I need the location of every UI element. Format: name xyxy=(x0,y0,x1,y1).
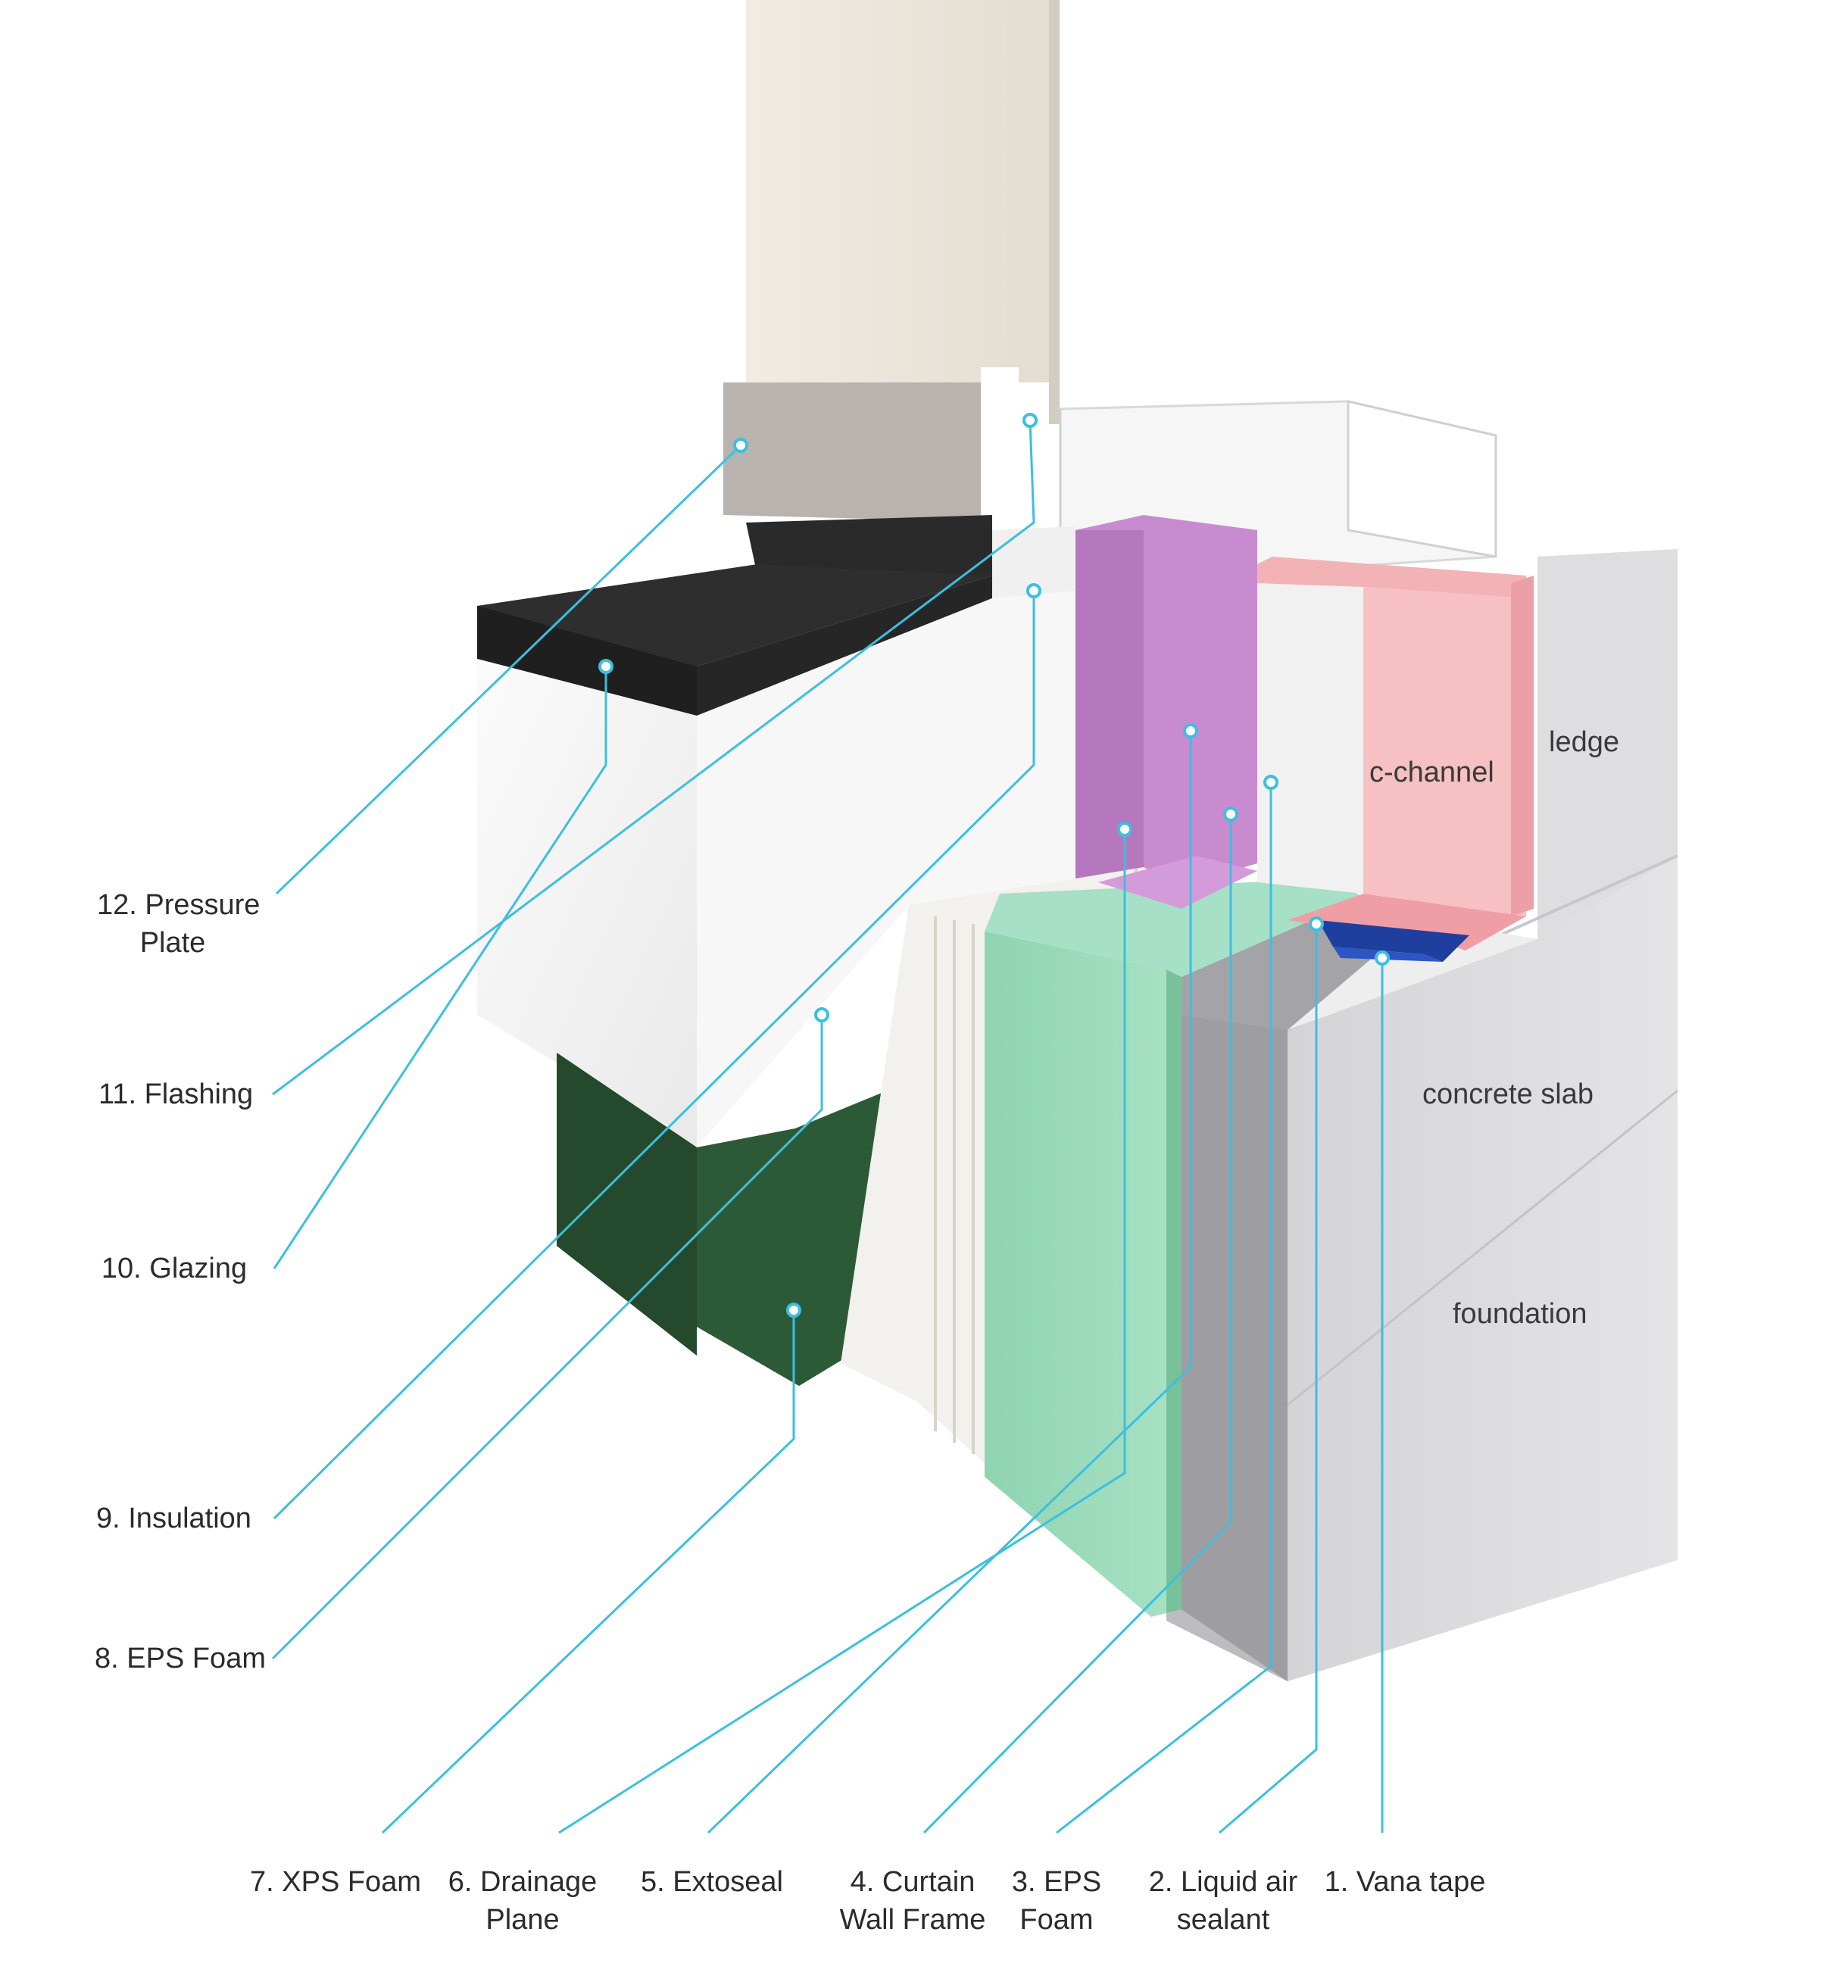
callout-flashing: 11. Flashing xyxy=(98,1075,254,1113)
label-concrete-slab: concrete slab xyxy=(1422,1078,1594,1110)
label-c-channel: c-channel xyxy=(1369,757,1494,788)
callout-eps-foam-8-line1: 8. EPS Foam xyxy=(95,1643,266,1674)
leader-glazing xyxy=(273,666,607,1269)
pink-c-channel xyxy=(1257,557,1534,950)
callout-pressure-plate-line1: 12. Pressure xyxy=(97,889,261,921)
eps-foam-green xyxy=(985,879,1363,1617)
callout-pressure-plate-line2: Plate xyxy=(139,927,206,959)
callout-xps-foam-line1: 7. XPS Foam xyxy=(250,1866,421,1898)
callout-insulation: 9. Insulation xyxy=(96,1500,251,1537)
leader-xps xyxy=(381,1310,795,1834)
leader-insulation xyxy=(273,591,1035,1520)
callout-eps-foam-3-line2: Foam xyxy=(1019,1904,1094,1936)
leader-extoseal xyxy=(707,731,1192,1834)
callout-extoseal: 5. Extoseal xyxy=(629,1863,795,1901)
eps-foam-white xyxy=(1257,564,1363,894)
callout-vana-tape: 1. Vana tape xyxy=(1314,1863,1496,1901)
callout-drainage-plane-line2: Plane xyxy=(485,1904,560,1936)
slab-face xyxy=(1166,856,1678,1681)
callout-xps-foam: 7. XPS Foam xyxy=(250,1863,421,1901)
xps-foam-block xyxy=(557,1053,924,1386)
leader-eps-8 xyxy=(271,1015,823,1660)
callout-flashing-line1: 11. Flashing xyxy=(98,1078,254,1110)
callout-curtain-wall-frame-line2: Wall Frame xyxy=(839,1904,986,1936)
insulation-block xyxy=(477,526,1075,1147)
leader-lines xyxy=(271,420,1384,1834)
leader-curtain xyxy=(922,814,1232,1834)
callout-glazing-line1: 10. Glazing xyxy=(101,1253,248,1284)
leader-eps-3 xyxy=(1056,782,1272,1834)
callout-liquid-air-sealant-line1: 2. Liquid air xyxy=(1148,1866,1298,1898)
label-ledge: ledge xyxy=(1549,726,1619,758)
callout-insulation-line1: 9. Insulation xyxy=(96,1503,251,1534)
callout-extoseal-line1: 5. Extoseal xyxy=(641,1866,783,1898)
callout-eps-foam-3-line1: 3. EPS xyxy=(1011,1866,1102,1898)
purple-angle xyxy=(1075,515,1257,909)
callout-glazing: 10. Glazing xyxy=(98,1250,250,1287)
glazing-panel xyxy=(746,0,1060,424)
callout-eps-foam-3: 3. EPS Foam xyxy=(981,1863,1132,1939)
callout-drainage-plane: 6. Drainage Plane xyxy=(439,1863,606,1939)
leader-sealant xyxy=(1219,924,1318,1834)
leader-pressure-plate xyxy=(275,444,742,895)
pressure-plate-block xyxy=(723,367,1019,523)
leader-dots xyxy=(598,413,1390,1318)
callout-eps-foam-8: 8. EPS Foam xyxy=(95,1640,266,1677)
callout-liquid-air-sealant-line2: sealant xyxy=(1176,1904,1270,1936)
callout-drainage-plane-line1: 6. Drainage xyxy=(448,1866,598,1898)
callout-pressure-plate: 12. Pressure Plate xyxy=(97,886,261,962)
callout-liquid-air-sealant: 2. Liquid air sealant xyxy=(1140,1863,1306,1939)
leader-flashing xyxy=(272,420,1035,1096)
leader-drainage xyxy=(558,829,1126,1834)
callout-curtain-wall-frame-line1: 4. Curtain xyxy=(850,1866,976,1898)
label-foundation: foundation xyxy=(1453,1298,1587,1330)
callout-curtain-wall-frame: 4. Curtain Wall Frame xyxy=(829,1863,996,1939)
ledge-face xyxy=(1537,549,1678,939)
callout-vana-tape-line1: 1. Vana tape xyxy=(1324,1866,1486,1898)
